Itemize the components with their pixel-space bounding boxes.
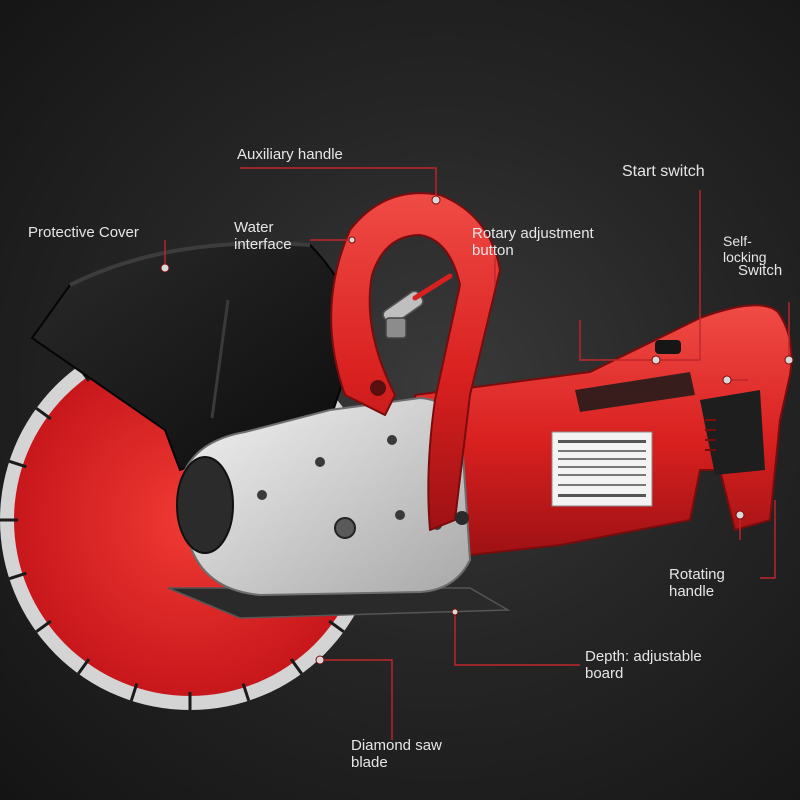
label-start-switch: Start switch	[622, 163, 705, 180]
blade-segment-slot	[8, 459, 27, 469]
label-switch: Switch	[738, 262, 783, 279]
blade-segment-slot	[328, 619, 345, 633]
blade-segment-slot	[129, 683, 139, 702]
blade-segment-slot	[289, 658, 303, 675]
blade-arbor	[176, 456, 234, 554]
grip-ribs	[705, 419, 716, 451]
cover-rib	[210, 299, 230, 419]
spec-plate	[551, 431, 653, 507]
leader-lines	[164, 167, 790, 740]
label-rotary-adjustment-button: Rotary adjustment button	[472, 225, 594, 259]
label-depth-adjustable-board: Depth: adjustable board	[585, 648, 702, 682]
start-switch-button	[655, 340, 681, 354]
auxiliary-handle	[330, 192, 501, 531]
handle-pivot-screw	[455, 511, 469, 525]
label-rotating-handle: Rotating handle	[669, 566, 725, 600]
rear-handle-opening	[700, 390, 765, 475]
handle-base-screw	[370, 380, 386, 396]
label-auxiliary-handle: Auxiliary handle	[237, 146, 343, 163]
label-diamond-saw-blade: Diamond saw blade	[351, 737, 442, 771]
blade-segment-slot	[77, 658, 91, 675]
label-protective-cover: Protective Cover	[28, 224, 139, 241]
blade-segment-slot	[8, 571, 27, 581]
callout-dots	[160, 195, 794, 665]
label-water-interface: Water interface	[234, 219, 292, 253]
gear-housing	[183, 396, 472, 597]
top-vent	[575, 372, 695, 412]
water-interface-fitting	[382, 273, 453, 339]
cover-rim	[69, 241, 311, 287]
blade-segment-slot	[35, 619, 52, 633]
blade-segment-slot	[241, 683, 251, 702]
label-self-locking: Self- locking	[723, 233, 767, 265]
blade-segment-slot	[35, 407, 52, 421]
